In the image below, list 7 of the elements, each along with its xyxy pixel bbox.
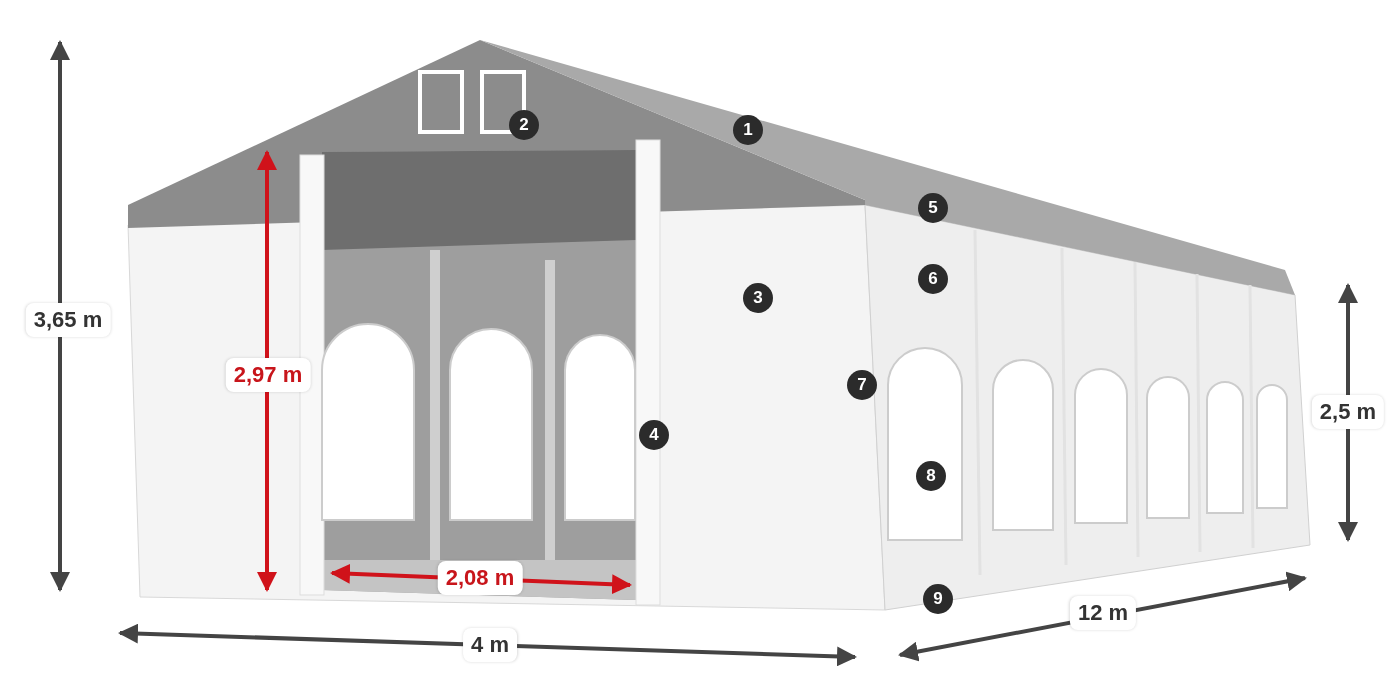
dimension-label: 3,65 m [25,303,111,337]
dimension-label: 12 m [1069,596,1137,630]
callout-number: 9 [923,584,953,614]
dimension-label: 4 m [463,628,517,662]
dimension-label: 2,08 m [437,561,523,595]
dimension-label: 2,5 m [1311,395,1385,429]
dimension-label: 2,97 m [225,358,311,392]
